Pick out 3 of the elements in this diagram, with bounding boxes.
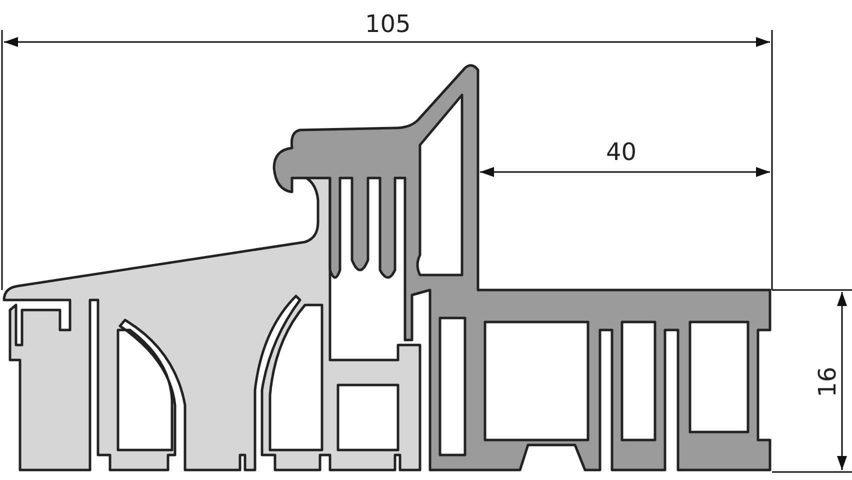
- dimension-label: 40: [606, 140, 637, 164]
- dimension-label: 105: [365, 12, 411, 36]
- dimension-label: 16: [815, 366, 840, 398]
